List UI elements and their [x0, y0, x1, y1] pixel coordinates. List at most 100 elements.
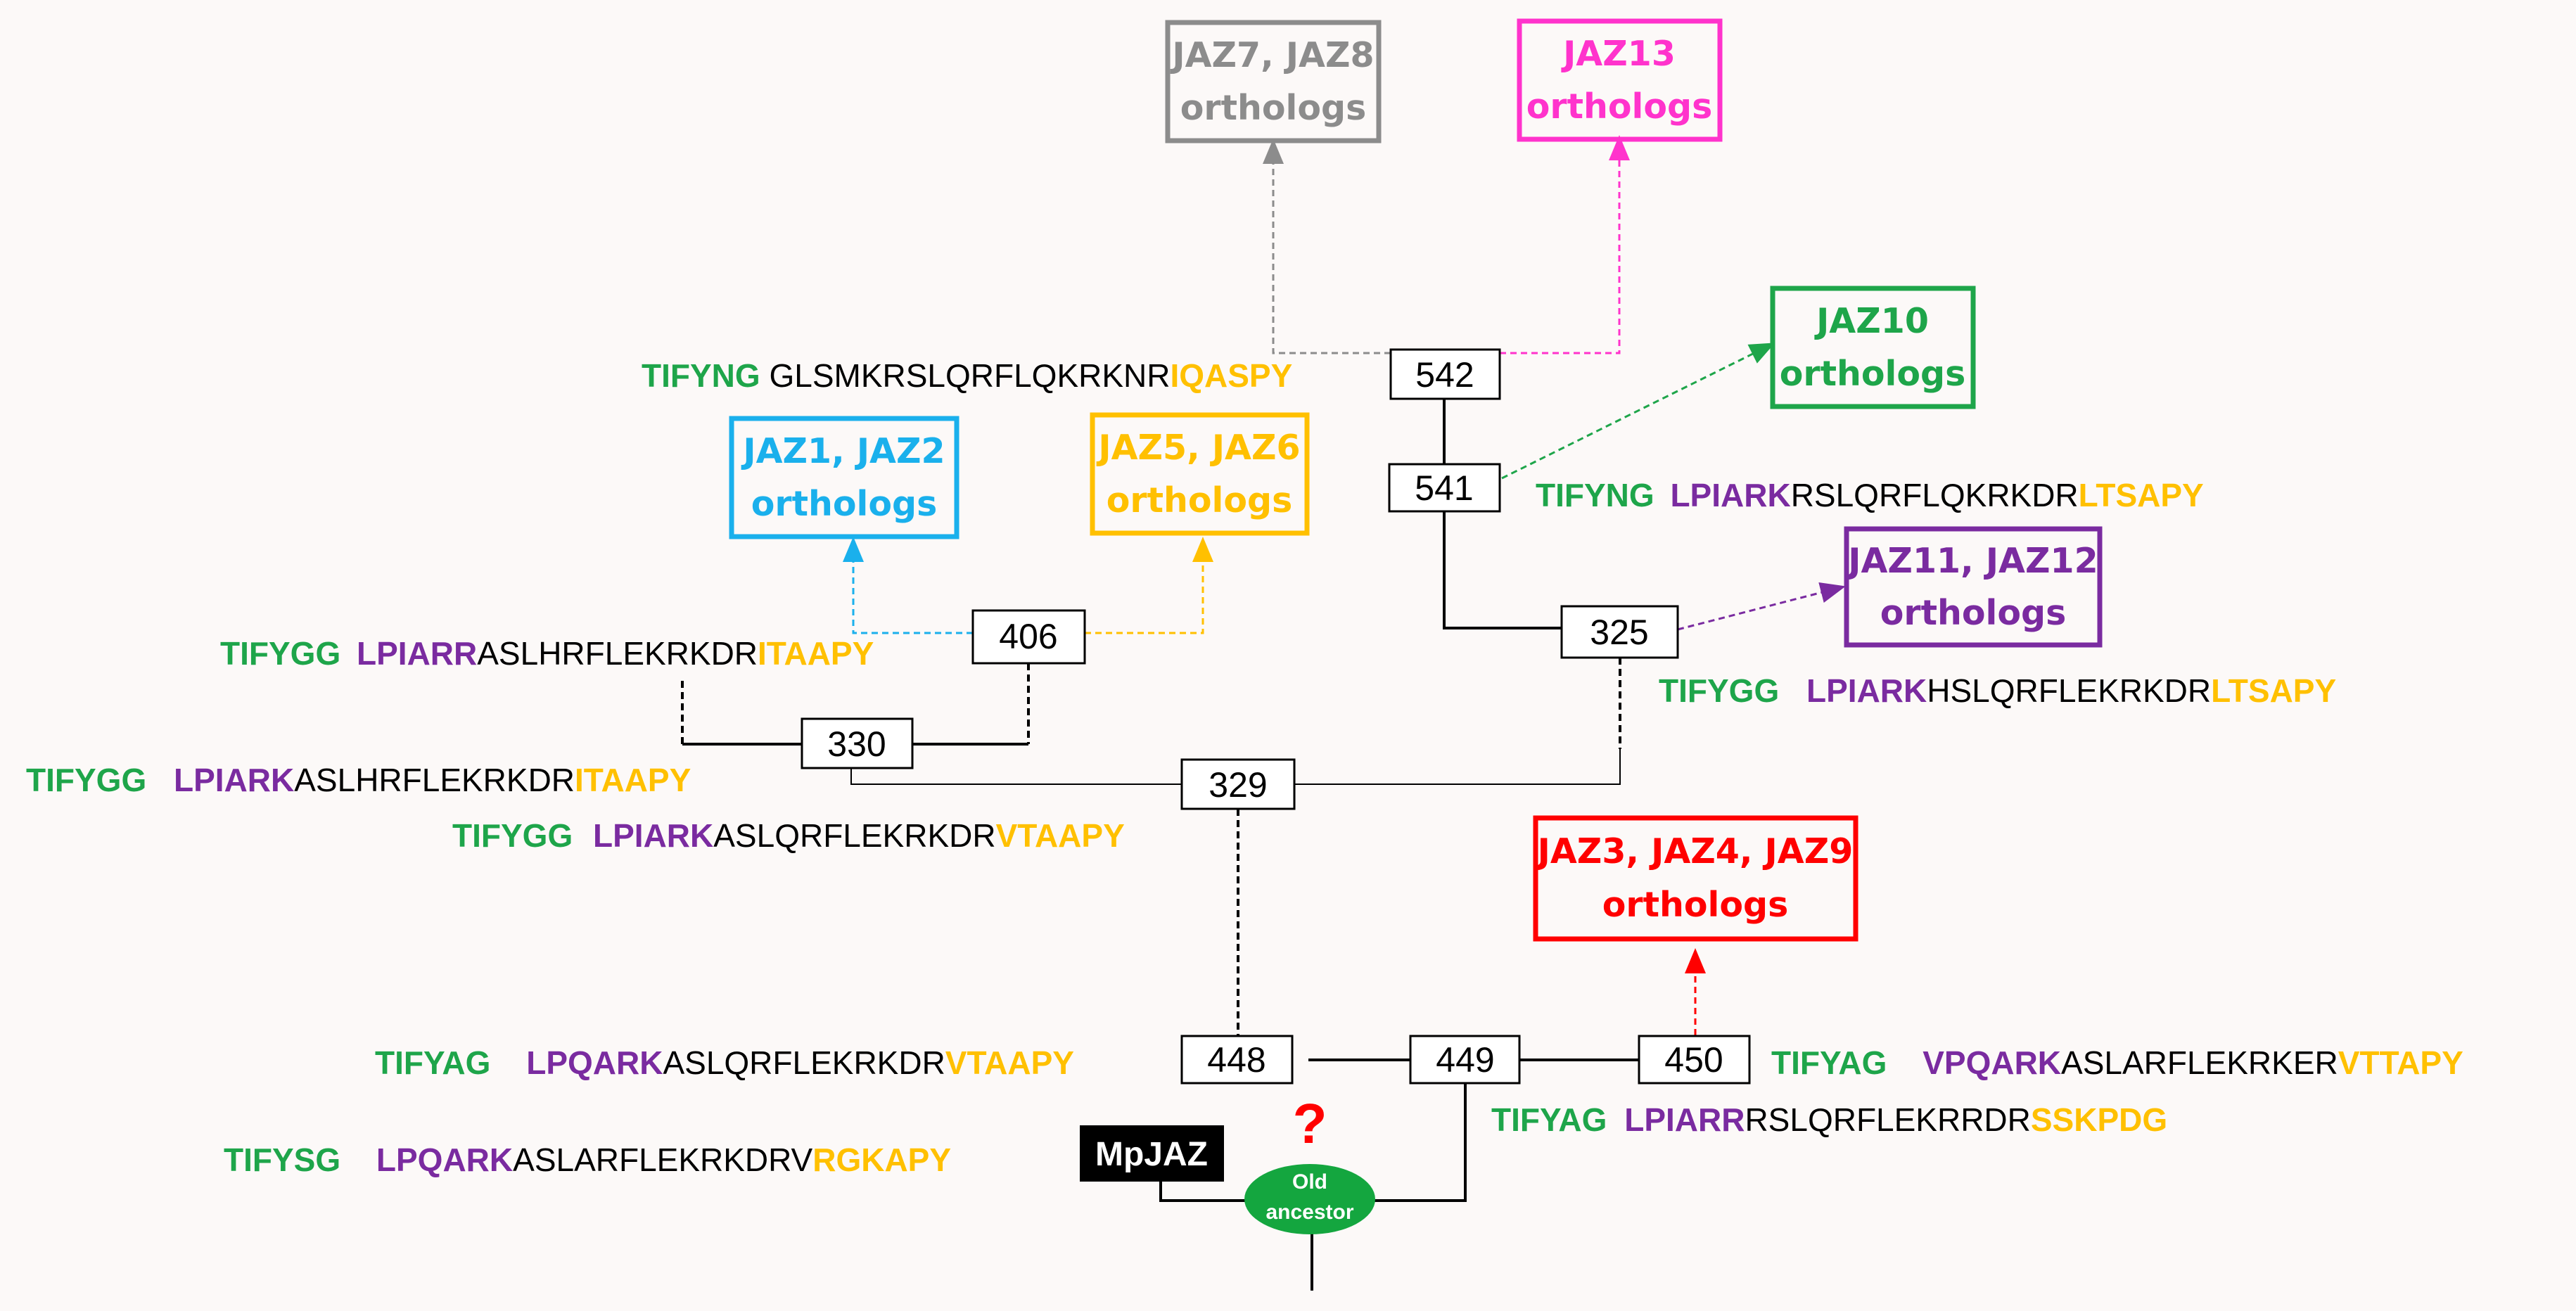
seq-406-tify: TIFYGG	[220, 635, 340, 672]
group-jaz56-line1: JAZ5, JAZ6	[1096, 428, 1300, 468]
seq-542: TIFYNG GLSMKRSLQRFLQKRKNRIQASPY	[642, 357, 1292, 394]
node-541: 541	[1388, 463, 1501, 513]
arrow-to-jaz12	[843, 537, 973, 634]
seq-325-tify: TIFYGG	[1659, 672, 1779, 709]
group-jaz1112: JAZ11, JAZ12 orthologs	[1844, 526, 2103, 648]
seq-448-mid: ASLQRFLEKRKDR	[663, 1044, 945, 1081]
group-jaz12: JAZ1, JAZ2 orthologs	[729, 416, 959, 539]
arrow-to-jaz1112	[1677, 582, 1846, 631]
node-325: 325	[1560, 605, 1679, 659]
group-jaz78: JAZ7, JAZ8 orthologs	[1165, 20, 1382, 143]
seq-325: TIFYGG LPIARKHSLQRFLEKRKDRLTSAPY	[1659, 672, 2336, 709]
seq-449-mid: RSLQRFLEKRRDR	[1745, 1101, 2030, 1138]
seq-542-tail: IQASPY	[1170, 357, 1292, 394]
seq-325-mid: HSLQRFLEKRKDR	[1927, 672, 2211, 709]
seq-325-tail: LTSAPY	[2211, 672, 2336, 709]
group-jaz78-line2: orthologs	[1180, 88, 1367, 128]
seq-329-tail: VTAAPY	[996, 817, 1125, 854]
seq-406-mid: ASLHRFLEKRKDR	[477, 635, 758, 672]
ancestor-line2: ancestor	[1265, 1201, 1353, 1224]
seq-450-lpi: VPQARK	[1923, 1044, 2061, 1081]
seq-450: TIFYAG VPQARKASLARFLEKRKERVTTAPY	[1771, 1044, 2463, 1081]
node-542: 542	[1389, 348, 1501, 400]
edge-mpjaz-ancestor	[1159, 1182, 1249, 1202]
seq-541-tail: LTSAPY	[2079, 477, 2204, 513]
edge-541-325	[1443, 511, 1562, 629]
group-jaz349-line1: JAZ3, JAZ4, JAZ9	[1536, 831, 1854, 871]
arrow-to-jaz56	[1085, 537, 1213, 634]
seq-mpjaz: TIFYSG LPQARKASLARFLEKRKDRVRGKAPY	[224, 1141, 951, 1178]
seq-329-lpi: LPIARK	[593, 817, 713, 854]
seq-448: TIFYAG LPQARKASLQRFLEKRKDRVTAAPY	[375, 1044, 1074, 1081]
node-406-label: 406	[999, 617, 1057, 656]
group-jaz349: JAZ3, JAZ4, JAZ9 orthologs	[1533, 815, 1858, 942]
seq-449: TIFYAG LPIARRRSLQRFLEKRRDRSSKPDG	[1491, 1101, 2167, 1138]
seq-329-tify: TIFYGG	[452, 817, 573, 854]
seq-330: TIFYGG LPIARKASLHRFLEKRKDRITAAPY	[26, 762, 691, 798]
node-448-label: 448	[1207, 1040, 1265, 1080]
node-450-label: 450	[1664, 1040, 1723, 1080]
arrow-to-jaz10	[1501, 343, 1775, 480]
seq-450-tail: VTTAPY	[2338, 1044, 2463, 1081]
group-jaz78-line1: JAZ7, JAZ8	[1170, 35, 1374, 75]
seq-449-lpi: LPIARR	[1624, 1101, 1745, 1138]
dashed-edges	[681, 658, 1621, 1036]
seq-330-tify: TIFYGG	[26, 762, 146, 798]
group-jaz10: JAZ10 orthologs	[1770, 286, 1976, 409]
node-330: 330	[801, 717, 914, 769]
node-448: 448	[1180, 1035, 1294, 1085]
edge-330-329	[850, 768, 1182, 785]
old-ancestor: Old ancestor	[1244, 1164, 1375, 1234]
tree-edges	[682, 399, 1639, 1291]
group-jaz13-line2: orthologs	[1526, 87, 1713, 127]
ancestor-line1: Old	[1292, 1170, 1327, 1194]
question-mark: ?	[1293, 1092, 1327, 1155]
seq-541-mid: RSLQRFLQKRKDR	[1791, 477, 2079, 513]
group-jaz10-line1: JAZ10	[1814, 301, 1929, 341]
group-jaz13: JAZ13 orthologs	[1517, 18, 1723, 142]
mpjaz-box: MpJAZ	[1080, 1125, 1224, 1182]
node-330-label: 330	[827, 724, 886, 764]
seq-330-tail: ITAAPY	[575, 762, 691, 798]
group-jaz349-line2: orthologs	[1602, 885, 1789, 925]
group-jaz1112-line1: JAZ11, JAZ12	[1846, 541, 2098, 581]
seq-541-lpi: LPIARK	[1670, 477, 1790, 513]
node-542-label: 542	[1415, 355, 1474, 395]
seq-330-lpi: LPIARK	[174, 762, 294, 798]
seq-330-mid: ASLHRFLEKRKDR	[294, 762, 575, 798]
seq-406-tail: ITAAPY	[758, 635, 874, 672]
arrow-to-jaz78	[1263, 139, 1391, 354]
seq-329: TIFYGG LPIARKASLQRFLEKRKDRVTAAPY	[452, 817, 1125, 854]
seq-450-tify: TIFYAG	[1771, 1044, 1887, 1081]
edge-449-ancestor	[1372, 1083, 1467, 1202]
node-325-label: 325	[1590, 613, 1648, 652]
node-449-label: 449	[1436, 1040, 1494, 1080]
seq-448-tail: VTAAPY	[945, 1044, 1074, 1081]
seq-448-tify: TIFYAG	[375, 1044, 490, 1081]
node-329-label: 329	[1209, 765, 1267, 805]
seq-mpjaz-mid: ASLARFLEKRKDRV	[513, 1141, 812, 1178]
group-jaz13-line1: JAZ13	[1561, 34, 1676, 74]
seq-406-lpi: LPIARR	[357, 635, 477, 672]
seq-542-mid: GLSMKRSLQRFLQKRKNR	[769, 357, 1170, 394]
seq-mpjaz-tify: TIFYSG	[224, 1141, 340, 1178]
colored-arrows	[843, 135, 1846, 1035]
group-jaz10-line2: orthologs	[1780, 354, 1966, 394]
group-jaz12-line2: orthologs	[751, 484, 938, 524]
seq-541: TIFYNG LPIARKRSLQRFLQKRKDRLTSAPY	[1536, 477, 2204, 513]
node-449: 449	[1409, 1035, 1521, 1085]
node-329: 329	[1180, 758, 1296, 810]
edge-329-325	[1294, 749, 1621, 785]
group-jaz1112-line2: orthologs	[1880, 593, 2067, 633]
seq-325-lpi: LPIARK	[1806, 672, 1927, 709]
seq-450-mid: ASLARFLEKRKER	[2061, 1044, 2338, 1081]
seq-329-mid: ASLQRFLEKRKDR	[713, 817, 995, 854]
seq-448-lpi: LPQARK	[526, 1044, 663, 1081]
group-jaz12-line1: JAZ1, JAZ2	[741, 431, 945, 471]
mpjaz-label: MpJAZ	[1095, 1136, 1208, 1173]
group-jaz56-line2: orthologs	[1107, 480, 1293, 520]
seq-mpjaz-tail: RGKAPY	[812, 1141, 951, 1178]
seq-541-tify: TIFYNG	[1536, 477, 1654, 513]
seq-449-tail: SSKPDG	[2031, 1101, 2167, 1138]
